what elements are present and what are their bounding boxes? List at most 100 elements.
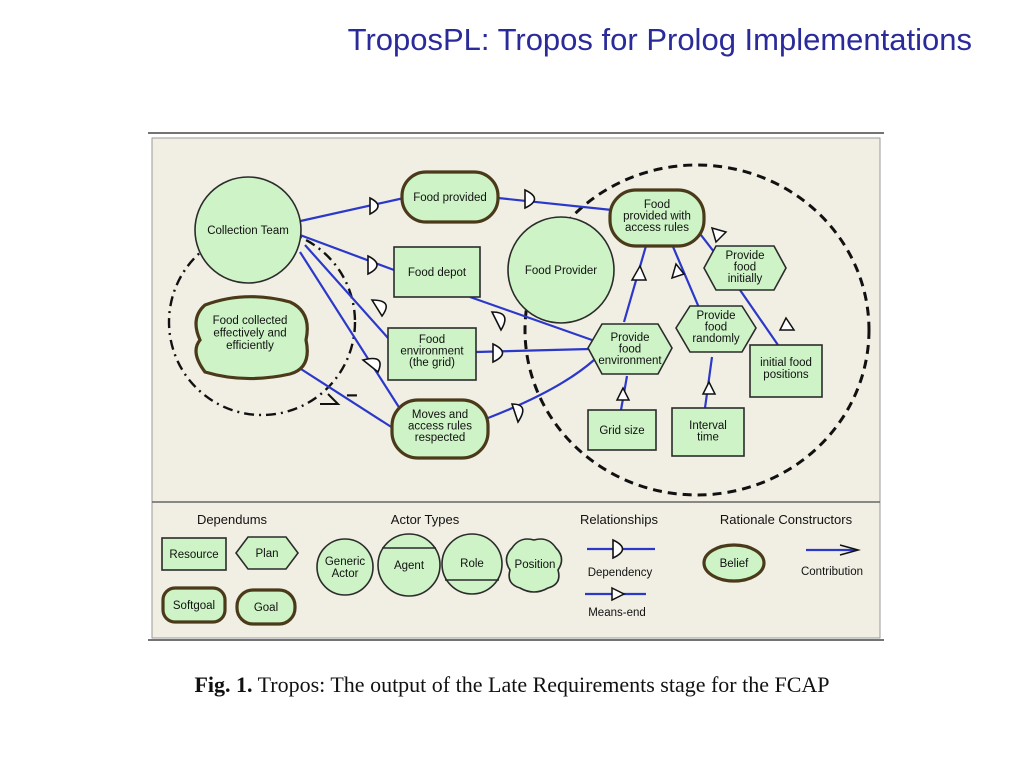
legend-resource: Resource (161, 537, 227, 571)
figure-caption: Fig. 1. Tropos: The output of the Late R… (0, 672, 1024, 698)
label-line: Food collected (213, 315, 288, 327)
svg-text:Position: Position (515, 559, 556, 571)
svg-text:Contribution: Contribution (801, 566, 863, 578)
label-line: Food depot (408, 267, 467, 279)
label-line: (the grid) (409, 357, 455, 369)
label-line: Provide (726, 250, 765, 262)
legend-position: Position (505, 538, 563, 593)
node-label: Food provided (413, 192, 487, 204)
label-line: Role (460, 558, 484, 570)
label-line: efficiently (226, 340, 274, 352)
label-line: food (705, 322, 727, 334)
node-label: Food Provider (525, 265, 597, 277)
label-line: randomly (692, 333, 740, 345)
collection-team-boundary (167, 227, 357, 417)
caption-label: Fig. 1. (194, 672, 253, 697)
node-label: Food depot (408, 267, 467, 279)
label-line: Food Provider (525, 265, 597, 277)
svg-text:Softgoal: Softgoal (173, 600, 215, 612)
label-line: initially (728, 273, 763, 285)
legend-contribution: Contribution (801, 544, 863, 578)
label-line: Actor (332, 568, 359, 580)
label-line: access rules (625, 222, 689, 234)
node-food-provider[interactable]: Food Provider (507, 216, 615, 324)
node-food-provided[interactable]: Food provided (400, 170, 500, 224)
node-label: Collection Team (207, 225, 289, 237)
svg-text:Belief: Belief (720, 558, 750, 570)
legend-title-actor-types: Actor Types (391, 512, 460, 527)
label-line: positions (763, 369, 809, 381)
svg-text:Plan: Plan (255, 548, 278, 560)
slide-title: TroposPL: Tropos for Prolog Implementati… (347, 22, 972, 57)
label-line: Grid size (599, 425, 644, 437)
node-label: Grid size (599, 425, 644, 437)
node-collection-team[interactable]: Collection Team (194, 176, 302, 284)
legend-title-rationale: Rationale Constructors (720, 512, 853, 527)
node-food-depot[interactable]: Food depot (393, 246, 481, 298)
legend-belief: Belief (702, 543, 766, 583)
label-line: Provide (697, 310, 736, 322)
label-line: Interval (689, 420, 727, 432)
caption-text: Tropos: The output of the Late Requireme… (252, 672, 830, 697)
label-line: effectively and (213, 328, 286, 340)
label-line: Agent (394, 560, 425, 572)
legend-dependency: Dependency (587, 538, 655, 579)
label-line: environment (400, 346, 464, 358)
svg-text:Goal: Goal (254, 602, 278, 614)
legend-title-relationships: Relationships (580, 512, 659, 527)
label-line: Moves and (412, 409, 468, 421)
label-line: Collection Team (207, 225, 289, 237)
svg-text:Means-end: Means-end (588, 607, 646, 619)
dependency-markers (361, 188, 536, 424)
label-line: environment (598, 355, 662, 367)
label-line: food (619, 344, 641, 356)
label-line: Food (419, 334, 445, 346)
svg-text:Resource: Resource (169, 549, 218, 561)
node-grid-size[interactable]: Grid size (587, 409, 657, 451)
label-line: provided with (623, 211, 691, 223)
food-provider-boundary (523, 163, 871, 497)
label-line: respected (415, 432, 466, 444)
dependency-links (289, 196, 613, 431)
label-line: food (734, 262, 756, 274)
legend-goal: Goal (235, 588, 297, 626)
svg-text:Dependency: Dependency (588, 567, 653, 579)
svg-text:Agent: Agent (394, 560, 425, 572)
legend-plan: Plan (235, 536, 299, 570)
label-line: Food provided (413, 192, 487, 204)
label-line: access rules (408, 421, 472, 433)
label-line: initial food (760, 357, 812, 369)
label-line: Provide (611, 332, 650, 344)
label-line: time (697, 432, 719, 444)
label-line: Position (515, 559, 556, 571)
legend-agent: Agent (377, 533, 441, 597)
contribution-sign: − (346, 385, 358, 407)
legend-role: Role (441, 533, 503, 595)
label-line: Generic (325, 556, 366, 568)
means-end-arrowheads (615, 226, 796, 401)
legend-softgoal: Softgoal (161, 586, 227, 624)
legend-means-end: Means-end (585, 586, 646, 619)
legend-title-dependums: Dependums (197, 512, 268, 527)
